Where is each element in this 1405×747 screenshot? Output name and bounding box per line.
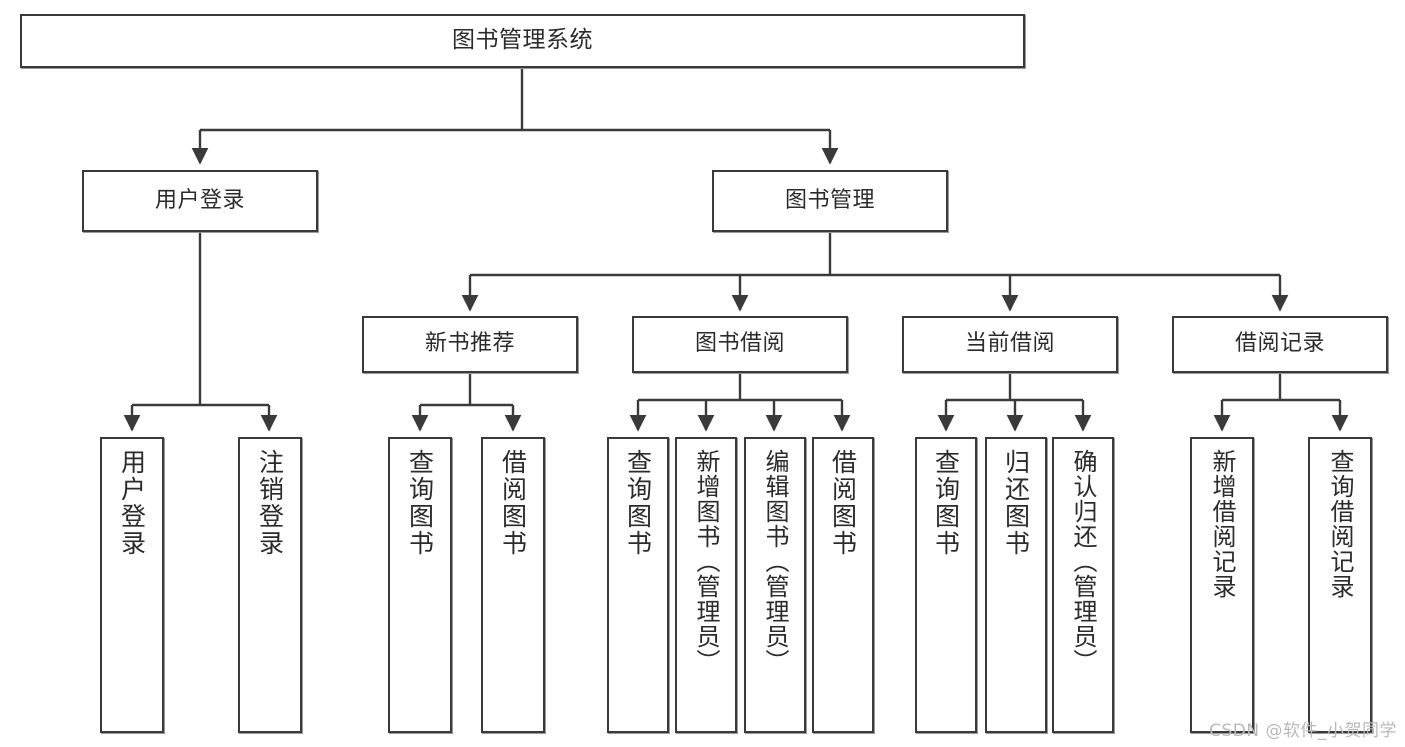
leaf-records-query-record[interactable]: 查询借阅记录 [1308, 437, 1372, 733]
leaf-borrow-borrow-book[interactable]: 借阅图书 [812, 437, 874, 733]
node-current-borrow-label: 当前借阅 [964, 331, 1055, 357]
leaf-records-add-record[interactable]: 新增借阅记录 [1190, 437, 1254, 733]
leaf-new-book-query[interactable]: 查询图书 [388, 437, 452, 733]
leaf-user-login-signout-label: 注销登录 [255, 449, 285, 557]
leaf-user-login-signout[interactable]: 注销登录 [238, 437, 302, 733]
node-current-borrow[interactable]: 当前借阅 [902, 316, 1118, 373]
leaf-user-login-signin-label: 用户登录 [117, 449, 147, 557]
node-root-system-label: 图书管理系统 [452, 27, 593, 54]
leaf-borrow-add-book-admin-label: 新增图书（管理员） [692, 449, 720, 674]
node-book-management[interactable]: 图书管理 [712, 170, 948, 232]
node-user-login[interactable]: 用户登录 [82, 170, 318, 232]
leaf-current-confirm-return-admin[interactable]: 确认归还（管理员） [1052, 437, 1114, 733]
leaf-borrow-borrow-book-label: 借阅图书 [828, 449, 858, 557]
leaf-current-query-book[interactable]: 查询图书 [915, 437, 977, 733]
leaf-borrow-edit-book-admin[interactable]: 编辑图书（管理员） [744, 437, 806, 733]
leaf-borrow-edit-book-admin-label: 编辑图书（管理员） [761, 449, 789, 674]
leaf-user-login-signin[interactable]: 用户登录 [100, 437, 164, 733]
node-new-book-recommend-label: 新书推荐 [424, 331, 515, 357]
node-borrow-records-label: 借阅记录 [1234, 331, 1325, 357]
leaf-current-return-book[interactable]: 归还图书 [985, 437, 1047, 733]
node-book-borrow-label: 图书借阅 [694, 331, 785, 357]
node-user-login-label: 用户登录 [154, 187, 245, 213]
leaf-records-add-record-label: 新增借阅记录 [1208, 449, 1236, 599]
csdn-watermark: CSDN @软件_小贺同学 [1209, 721, 1397, 741]
leaf-records-query-record-label: 查询借阅记录 [1326, 449, 1354, 599]
node-borrow-records[interactable]: 借阅记录 [1172, 316, 1388, 373]
leaf-new-book-borrow-label: 借阅图书 [498, 449, 528, 557]
node-new-book-recommend[interactable]: 新书推荐 [362, 316, 578, 373]
leaf-current-query-book-label: 查询图书 [931, 449, 961, 557]
leaf-borrow-query-book-label: 查询图书 [623, 449, 653, 557]
leaf-current-confirm-return-admin-label: 确认归还（管理员） [1069, 449, 1097, 674]
leaf-new-book-borrow[interactable]: 借阅图书 [481, 437, 545, 733]
leaf-current-return-book-label: 归还图书 [1001, 449, 1031, 557]
leaf-borrow-add-book-admin[interactable]: 新增图书（管理员） [675, 437, 737, 733]
node-root-system[interactable]: 图书管理系统 [20, 14, 1025, 68]
node-book-management-label: 图书管理 [784, 187, 875, 213]
leaf-new-book-query-label: 查询图书 [405, 449, 435, 557]
node-book-borrow[interactable]: 图书借阅 [632, 316, 848, 373]
leaf-borrow-query-book[interactable]: 查询图书 [607, 437, 669, 733]
